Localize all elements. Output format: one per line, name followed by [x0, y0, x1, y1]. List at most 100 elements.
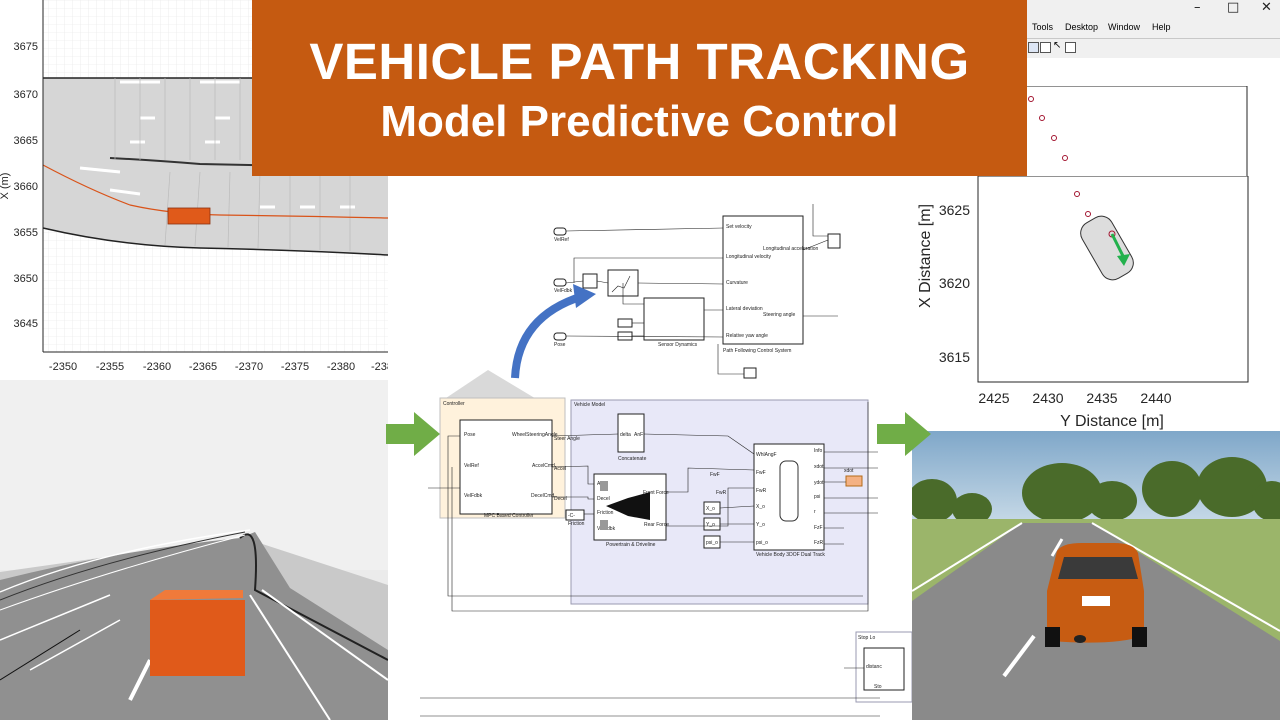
- svg-text:Curvature: Curvature: [726, 280, 748, 286]
- svg-text:3660: 3660: [14, 181, 38, 193]
- svg-text:-2370: -2370: [235, 361, 263, 373]
- svg-text:3665: 3665: [14, 135, 38, 147]
- menu-tools[interactable]: Tools: [1032, 22, 1054, 32]
- green-arrow-left: [386, 412, 440, 456]
- svg-text:psi_o: psi_o: [706, 540, 718, 546]
- menu-desktop[interactable]: Desktop: [1065, 22, 1099, 32]
- svg-text:AccelCmd: AccelCmd: [532, 463, 555, 469]
- title-banner: VEHICLE PATH TRACKING Model Predictive C…: [252, 0, 1027, 176]
- zoom-arrow: [511, 292, 585, 379]
- svg-text:Friction: Friction: [568, 521, 585, 527]
- y-axis-label: X Distance [m]: [917, 204, 934, 308]
- svg-text:Concatenate: Concatenate: [618, 456, 647, 462]
- banner-subtitle: Model Predictive Control: [380, 97, 899, 146]
- path-following-control-block[interactable]: [722, 215, 804, 345]
- svg-text:DecelCmd: DecelCmd: [531, 493, 555, 499]
- svg-text:FzF: FzF: [814, 525, 823, 531]
- svg-text:3645: 3645: [14, 318, 38, 330]
- svg-text:Front Force: Front Force: [643, 490, 669, 496]
- svg-text:-2365: -2365: [189, 361, 217, 373]
- svg-text:3650: 3650: [14, 273, 38, 285]
- svg-text:AnF: AnF: [634, 432, 643, 438]
- svg-text:xdot: xdot: [844, 468, 854, 474]
- svg-text:Controller: Controller: [443, 401, 465, 407]
- mpc-controller-block[interactable]: [459, 419, 553, 515]
- svg-text:X_o: X_o: [756, 504, 765, 510]
- svg-text:2430: 2430: [1032, 390, 1063, 406]
- svg-text:2435: 2435: [1086, 390, 1117, 406]
- svg-text:delta: delta: [620, 432, 631, 438]
- close-button[interactable]: ✕: [1261, 0, 1272, 15]
- svg-text:FzR: FzR: [814, 540, 824, 546]
- svg-text:WheelSteeringAngle: WheelSteeringAngle: [512, 432, 558, 438]
- svg-text:3620: 3620: [939, 275, 970, 291]
- svg-text:-238: -238: [371, 361, 388, 373]
- svg-text:psi_o: psi_o: [756, 540, 768, 546]
- svg-text:Accel: Accel: [554, 466, 566, 472]
- svg-text:Decel: Decel: [597, 496, 610, 502]
- svg-text:3670: 3670: [14, 89, 38, 101]
- svg-text:distanc: distanc: [866, 664, 882, 670]
- svg-text:Stop Lo: Stop Lo: [858, 635, 875, 641]
- concatenate-block[interactable]: [617, 413, 645, 453]
- svg-text:3625: 3625: [939, 202, 970, 218]
- svg-text:MPC Based Controller: MPC Based Controller: [484, 513, 534, 519]
- y-axis-label: X (m): [0, 173, 11, 200]
- menu-help[interactable]: Help: [1152, 22, 1171, 32]
- svg-text:Steer Angle: Steer Angle: [554, 436, 580, 442]
- svg-text:Info: Info: [814, 448, 823, 454]
- svg-text:VelRef: VelRef: [554, 237, 569, 243]
- toolbar-icon[interactable]: [1028, 42, 1039, 53]
- svg-text:ydot: ydot: [814, 480, 824, 486]
- svg-text:FwF: FwF: [756, 470, 766, 476]
- ego-car-3d: [1045, 543, 1147, 647]
- svg-text:xdot: xdot: [814, 464, 824, 470]
- svg-text:Decel: Decel: [554, 496, 567, 502]
- maximize-button[interactable]: □: [1227, 0, 1240, 15]
- x-axis-label: Y Distance [m]: [1060, 413, 1164, 430]
- svg-text:2440: 2440: [1140, 390, 1171, 406]
- svg-text:Powertrain & Driveline: Powertrain & Driveline: [606, 542, 656, 548]
- tree-line: [912, 457, 1280, 525]
- svg-text:Y_o: Y_o: [706, 522, 715, 528]
- svg-text:2425: 2425: [978, 390, 1009, 406]
- svg-text:FwR: FwR: [756, 488, 767, 494]
- svg-text:Lateral deviation: Lateral deviation: [726, 306, 763, 312]
- svg-text:Y_o: Y_o: [756, 522, 765, 528]
- svg-text:-2360: -2360: [143, 361, 171, 373]
- svg-text:Rear Force: Rear Force: [644, 522, 669, 528]
- svg-text:VelFdbk: VelFdbk: [464, 493, 483, 499]
- svg-text:3675: 3675: [14, 41, 38, 53]
- svg-text:VelFdbk: VelFdbk: [554, 288, 573, 294]
- svg-text:Set velocity: Set velocity: [726, 224, 752, 230]
- vehicle-outline: [1080, 215, 1134, 281]
- svg-text:Longitudinal acceleration: Longitudinal acceleration: [763, 246, 819, 252]
- toolbar-icon[interactable]: [1040, 42, 1051, 53]
- svg-text:psi: psi: [814, 494, 820, 500]
- minimize-button[interactable]: –: [1194, 0, 1201, 15]
- svg-text:Sensor Dynamics: Sensor Dynamics: [658, 342, 698, 348]
- ego-vehicle-3d: [150, 590, 245, 676]
- scene-3d-panel: [912, 431, 1280, 720]
- svg-text:VelRef: VelRef: [464, 463, 479, 469]
- svg-text:Steering angle: Steering angle: [763, 312, 795, 318]
- svg-text:WhlAngF: WhlAngF: [756, 452, 777, 458]
- green-arrow-right: [877, 412, 931, 456]
- svg-text:r: r: [814, 509, 816, 515]
- svg-text:3615: 3615: [939, 349, 970, 365]
- svg-text:Pose: Pose: [554, 342, 566, 348]
- simulink-canvas: Path Following Control System Set veloci…: [388, 176, 912, 720]
- svg-text:Path Following Control System: Path Following Control System: [723, 348, 791, 354]
- sensor-dynamics-block[interactable]: [643, 297, 705, 341]
- toolbar-icon[interactable]: [1065, 42, 1076, 53]
- svg-text:Pose: Pose: [464, 432, 476, 438]
- ego-vehicle: [167, 207, 211, 225]
- menu-window[interactable]: Window: [1108, 22, 1141, 32]
- svg-text:FwF: FwF: [710, 472, 720, 478]
- svg-text:FwR: FwR: [716, 490, 727, 496]
- banner-title: VEHICLE PATH TRACKING: [309, 33, 970, 90]
- trajectory-plot-upper: [1027, 86, 1280, 176]
- pointer-icon[interactable]: ↖: [1053, 40, 1062, 51]
- svg-text:Relative yaw angle: Relative yaw angle: [726, 333, 768, 339]
- svg-text:3655: 3655: [14, 227, 38, 239]
